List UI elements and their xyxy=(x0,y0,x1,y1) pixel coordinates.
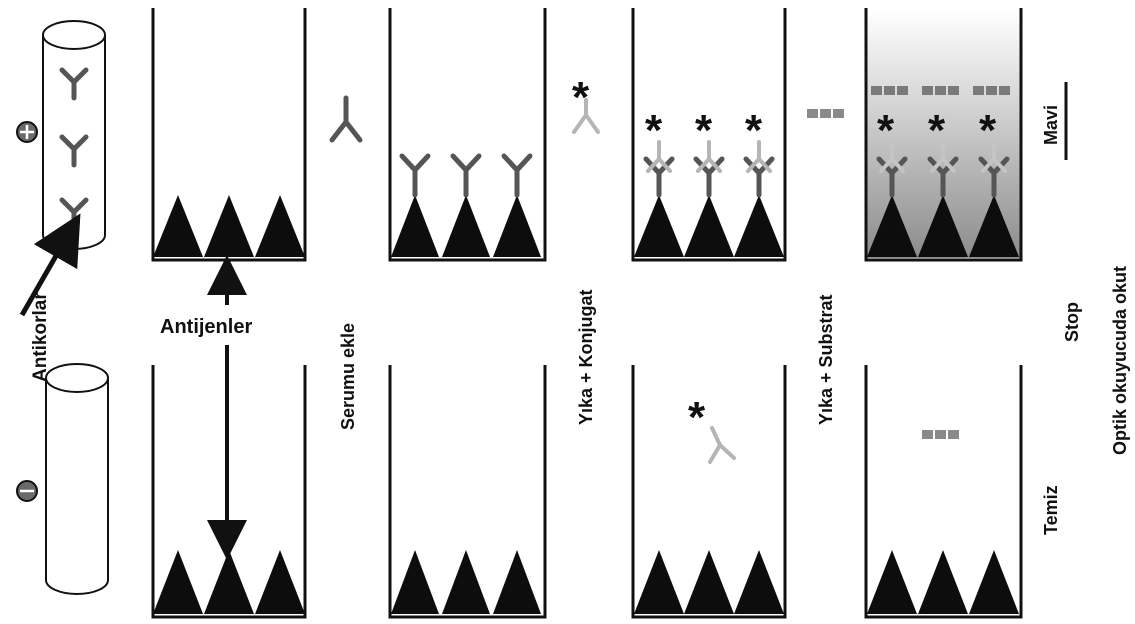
stop-label: Stop xyxy=(1062,302,1082,342)
conjugate-antibody xyxy=(930,140,956,173)
antigen xyxy=(255,195,305,257)
antigen xyxy=(442,195,490,257)
substrate-only xyxy=(922,430,959,439)
tube-antibody xyxy=(59,197,89,231)
antigen xyxy=(634,195,684,257)
well-top-1 xyxy=(151,8,307,262)
wash-substrate-label: Yıka + Substrat xyxy=(816,294,836,425)
antigen xyxy=(867,550,917,614)
color-product xyxy=(871,86,1010,95)
conjugate-marker: * xyxy=(877,106,895,155)
primary-antibody xyxy=(399,153,431,198)
conjugate-marker: * xyxy=(695,106,713,155)
conjugate-antibody xyxy=(981,140,1007,173)
antigen xyxy=(684,195,734,257)
antigen xyxy=(684,550,734,614)
antigen xyxy=(867,195,917,257)
conjugate-marker: * xyxy=(572,73,590,122)
conjugate-antibody xyxy=(879,140,905,173)
serum-antibody xyxy=(329,95,363,143)
wash-conjugate-label: Yıka + Konjugat xyxy=(576,289,596,425)
antigen xyxy=(634,550,684,614)
antigens-label: Antijenler xyxy=(160,316,252,338)
positive-symbol xyxy=(16,121,38,143)
antigen xyxy=(442,550,490,614)
antigen xyxy=(918,195,968,257)
antigen xyxy=(493,195,541,257)
well-bottom-1 xyxy=(151,365,307,619)
conjugate-marker: * xyxy=(645,106,663,155)
well-top-3: * * * xyxy=(631,8,787,262)
antigen xyxy=(391,550,439,614)
tube-antibody xyxy=(59,134,89,168)
substrate-reagent xyxy=(807,109,844,118)
antigen xyxy=(734,550,784,614)
primary-antibody xyxy=(693,156,725,198)
antigen xyxy=(918,550,968,614)
conjugate-reagent xyxy=(572,98,600,134)
clean-label: Temiz xyxy=(1041,485,1061,535)
antigen xyxy=(969,195,1019,257)
antigen xyxy=(391,195,439,257)
antibody-pointer-arrow xyxy=(19,213,81,317)
antigen xyxy=(734,195,784,257)
antibodies-label: Antikorlar xyxy=(30,292,51,382)
read-optical-label: Optik okuyucuda okut xyxy=(1110,266,1130,455)
conjugate-marker: * xyxy=(979,106,997,155)
conjugate-marker: * xyxy=(688,393,706,442)
conjugate-antibody xyxy=(696,140,722,173)
well-bottom-4 xyxy=(864,365,1023,619)
antigen xyxy=(969,550,1019,614)
conjugate-antibody xyxy=(646,140,672,173)
negative-symbol xyxy=(16,480,38,502)
primary-antibody xyxy=(450,153,482,198)
antigen xyxy=(255,550,305,614)
well-bottom-2 xyxy=(388,365,547,619)
antigen xyxy=(153,550,203,614)
antigen xyxy=(204,195,254,257)
well-top-2 xyxy=(388,8,547,262)
conjugate-marker: * xyxy=(928,106,946,155)
negative-tube xyxy=(45,363,109,595)
primary-antibody xyxy=(743,156,775,198)
well-top-4: * * * xyxy=(864,8,1023,262)
well-bottom-3: * xyxy=(631,365,787,619)
antigen xyxy=(204,550,254,614)
conjugate-marker: * xyxy=(745,106,763,155)
add-serum-label: Serumu ekle xyxy=(338,323,358,430)
conjugate-antibody xyxy=(746,140,772,173)
primary-antibody xyxy=(643,156,675,198)
antigen xyxy=(153,195,203,257)
unbound-conjugate-antibody xyxy=(708,426,736,464)
tube-antibody xyxy=(59,67,89,101)
blue-label: Mavi xyxy=(1041,105,1061,145)
antigen xyxy=(493,550,541,614)
primary-antibody xyxy=(501,153,533,198)
